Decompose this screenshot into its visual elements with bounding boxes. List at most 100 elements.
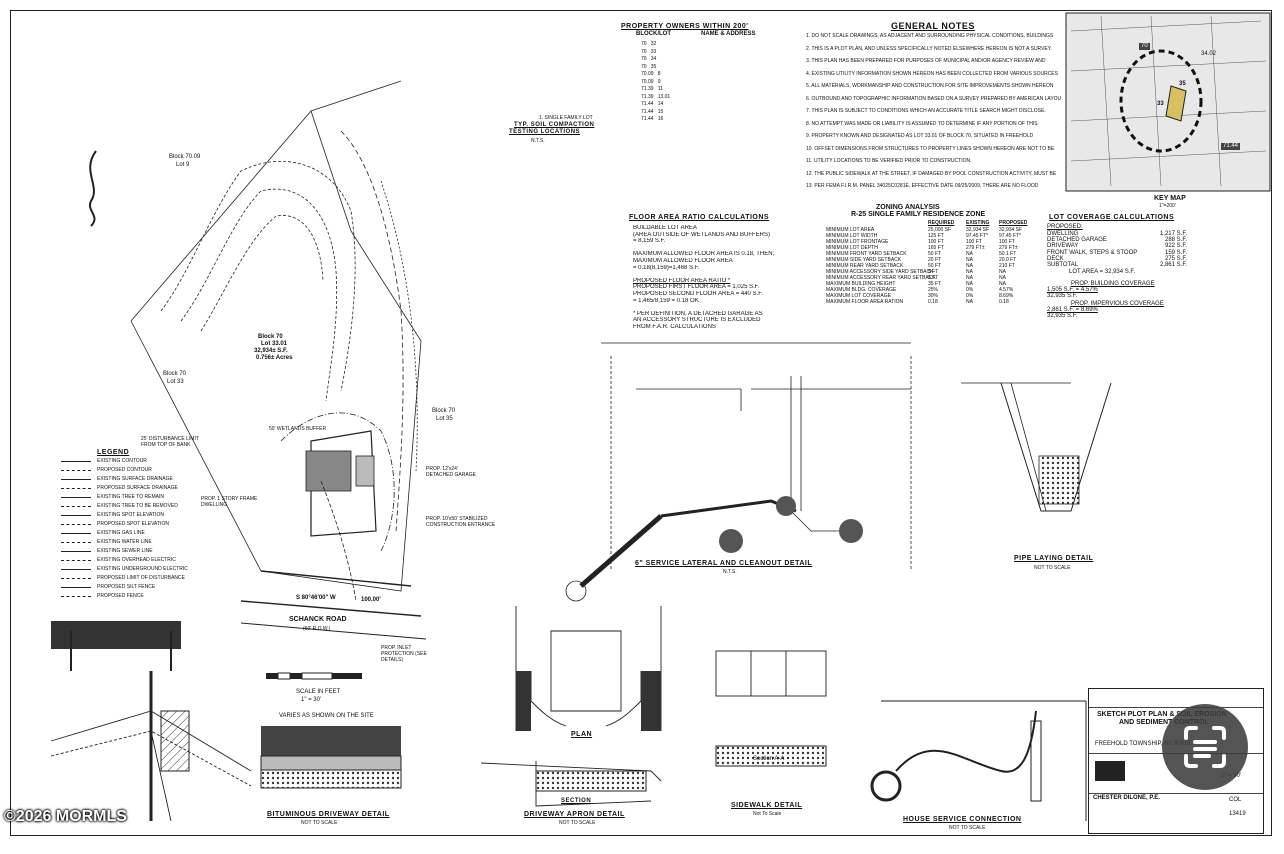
legend-item: EXISTING TREE TO BE REMOVED <box>61 503 178 512</box>
zoning-cell: 165 FT <box>928 245 944 251</box>
keymap-label: 35 <box>1179 81 1186 87</box>
zoning-cell: 0.18 <box>999 299 1009 305</box>
lot-area: LOT AREA = 32,934 S.F. <box>1069 269 1136 275</box>
legend-label: PROPOSED SURFACE DRAINAGE <box>97 485 178 491</box>
lot-coverage-value: 159 S.F. <box>1164 249 1187 256</box>
lot-35: Lot 35 <box>436 416 453 422</box>
service-detail-title: 6" SERVICE LATERAL AND CLEANOUT DETAIL <box>635 560 813 567</box>
apron-section-label: SECTION <box>561 798 592 804</box>
note-item: 6. OUTBOUND AND TOPOGRAPHIC INFORMATION … <box>806 95 1061 102</box>
legend-label: EXISTING SPOT ELEVATION <box>97 512 164 518</box>
house-detail-title: HOUSE SERVICE CONNECTION <box>903 816 1022 823</box>
tb-col: COL <box>1229 797 1242 803</box>
zoning-cell: 32,934 SF <box>966 227 990 233</box>
keymap-label: 70 <box>1139 43 1150 50</box>
zoning-cell: 8.69% <box>999 293 1014 299</box>
far-line: PROPOSED FIRST FLOOR AREA = 1,025 S.F. <box>633 284 760 291</box>
legend-label: EXISTING SURFACE DRAINAGE <box>97 476 173 482</box>
soil-title-2: TESTING LOCATIONS <box>509 129 581 135</box>
garage-label: PROP. 12'x24' DETACHED GARAGE <box>426 466 476 478</box>
legend-swatch-icon <box>61 488 91 489</box>
legend-title: LEGEND <box>97 449 130 456</box>
zoning-cell: 100 FT <box>999 239 1015 245</box>
soil-note: 1. SINGLE FAMILY LOT <box>539 115 593 121</box>
zoning-cell: 20 FT <box>928 257 942 263</box>
zoning-cell: MINIMUM SIDE YARD SETBACK <box>826 257 902 263</box>
owner-row: 71.39 11 <box>641 86 663 92</box>
legend-swatch-icon <box>61 524 91 525</box>
zoning-cell: 210 FT <box>999 263 1015 269</box>
soil-title-1: TYP. SOIL COMPACTION <box>514 122 595 128</box>
zoning-cell: MAXIMUM BLDG. COVERAGE <box>826 287 897 293</box>
note-item: 13. PER FEMA F.I.R.M. PANEL 34025C0281E,… <box>806 183 1039 189</box>
bit-detail-nts: NOT TO SCALE <box>301 820 338 826</box>
legend-item: EXISTING SURFACE DRAINAGE <box>61 476 173 485</box>
disturbance-label: 25' DISTURBANCE LIMIT FROM TOP OF BANK <box>141 436 199 448</box>
scan-text-button[interactable] <box>1162 704 1248 790</box>
legend-label: PROPOSED SPOT ELEVATION <box>97 521 169 527</box>
owner-row: 70 33 <box>641 48 657 55</box>
legend-label: EXISTING CONTOUR <box>97 458 147 464</box>
legend-swatch-icon <box>61 506 91 507</box>
note-item: 2. THIS IS A PLOT PLAN, AND UNLESS SPECI… <box>806 45 1052 52</box>
zoning-cell: NA <box>999 281 1006 287</box>
note-item: 1. DO NOT SCALE DRAWINGS, AS ADJACENT AN… <box>806 33 1054 39</box>
zoning-cell: 125 FT <box>928 233 944 239</box>
far-line: = 0.18(8,159)=1,468 S.F. <box>633 264 700 271</box>
linework <box>50 12 1271 822</box>
legend-label: PROPOSED CONTOUR <box>97 467 152 473</box>
legend-item: EXISTING UNDERGROUND ELECTRIC <box>61 566 188 575</box>
far-line: FROM F.A.R. CALCULATIONS <box>633 323 716 330</box>
legend-item: EXISTING CONTOUR <box>61 458 171 467</box>
owner-row: 70 32 <box>641 41 657 47</box>
lot-coverage-item: DWELLING <box>1047 231 1079 237</box>
dwelling-label: PROP. 1 STORY FRAME DWELLING <box>201 496 258 508</box>
stabilized-entrance-label: PROP. 10'x50' STABILIZED CONSTRUCTION EN… <box>426 516 496 528</box>
zoning-cell: NA <box>999 269 1006 275</box>
legend-swatch-icon <box>61 515 91 516</box>
legend-label: EXISTING WATER LINE <box>97 539 152 545</box>
legend-item: PROPOSED LIMIT OF DISTURBANCE <box>61 575 185 584</box>
far-line: = 8,159 S.F. <box>633 238 666 245</box>
legend-item: EXISTING TREE TO REMAIN <box>61 494 171 503</box>
far-line: PROPOSED SECOND FLOOR AREA = 440 S.F. <box>633 290 763 297</box>
legend-swatch-icon <box>61 560 91 561</box>
far-line: MAXIMUM ALLOWED FLOOR AREA IS 0.18, THEN… <box>633 251 775 258</box>
apron-detail-nts: NOT TO SCALE <box>559 820 596 826</box>
imp-coverage-title: PROP. IMPERVIOUS COVERAGE <box>1071 301 1164 307</box>
note-item: 3. THIS PLAN HAS BEEN PREPARED FOR PURPO… <box>806 58 1046 64</box>
legend-item: PROPOSED SILT FENCE <box>61 584 171 593</box>
note-item: 10. OFFSET DIMENSIONS FROM STRUCTURES TO… <box>806 145 1055 152</box>
imp-coverage-denom: 32,935 S.F. <box>1047 313 1078 319</box>
far-line: AN ACCESSORY STRUCTURE IS EXCLUDED <box>633 317 761 324</box>
zoning-cell: 100 FT <box>966 239 982 245</box>
legend-swatch-icon <box>61 551 91 552</box>
block-7009: Block 70.09 <box>169 154 201 160</box>
legend-label: EXISTING OVERHEAD ELECTRIC <box>97 557 176 563</box>
inlet-protection-label: PROP. INLET PROTECTION (SEE DETAILS) <box>381 645 427 663</box>
zoning-cell: 35 FT <box>928 281 942 287</box>
owner-row: 70.09 9 <box>641 78 661 85</box>
far-line <box>633 304 833 311</box>
bldg-coverage-denom: 32,935 S.F. <box>1047 293 1078 299</box>
tb-divider <box>1089 793 1263 794</box>
keymap-label: 34.02 <box>1201 51 1217 57</box>
tb-job: 13419 <box>1229 811 1246 817</box>
note-item: 9. PROPERTY KNOWN AND DESIGNATED AS LOT … <box>806 133 1034 139</box>
block70-35: Block 70 <box>432 408 456 414</box>
apron-detail-title: DRIVEWAY APRON DETAIL <box>524 811 625 818</box>
note-item: 11. UTILITY LOCATIONS TO BE VERIFIED PRI… <box>806 158 972 164</box>
bldg-coverage-calc: 1,505 S.F. = 4.57% <box>1047 287 1098 293</box>
zoning-cell: NA <box>966 251 973 257</box>
section-aa-label: Section A-A <box>753 756 785 762</box>
far-line: PROPOSED FLOOR AREA RATIO * <box>633 277 731 284</box>
